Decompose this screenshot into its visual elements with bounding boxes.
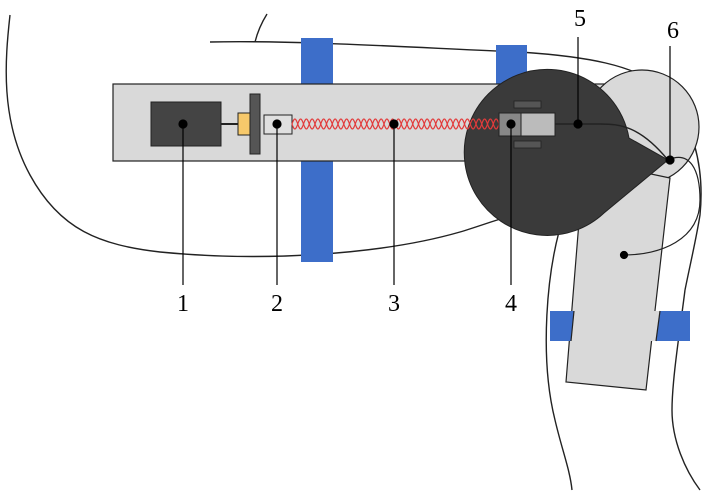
- leader-6-dot: [665, 155, 675, 165]
- number-labels: 1 2 3 4 5 6: [177, 6, 679, 317]
- label-1: 1: [177, 291, 189, 317]
- label-4: 4: [505, 291, 517, 317]
- shin-outline-left: [545, 211, 573, 491]
- stop-plate: [249, 93, 261, 155]
- leaders: [178, 37, 675, 285]
- slider-guide-bottom: [513, 140, 542, 149]
- hair-stroke: [254, 13, 268, 43]
- shin-bar-edge-right: [655, 310, 661, 342]
- cable-lower: [623, 156, 701, 256]
- leader-5-dot: [573, 119, 583, 129]
- shin-strap-cover: [571, 311, 660, 341]
- shin-bar-edge-left: [570, 310, 575, 342]
- leader-3-dot: [389, 119, 399, 129]
- leader-4-dot: [506, 119, 516, 129]
- label-2: 2: [271, 291, 283, 317]
- thigh-bottom-outline: [5, 14, 566, 258]
- cable: [555, 123, 669, 161]
- leader-1-dot: [178, 119, 188, 129]
- leader-2-dot: [272, 119, 282, 129]
- cam: [463, 68, 669, 236]
- coupler-block: [237, 112, 251, 136]
- label-5: 5: [574, 6, 586, 32]
- label-3: 3: [388, 291, 400, 317]
- shin-anchor-dot: [619, 250, 629, 260]
- slider-guide-top: [513, 100, 542, 109]
- label-6: 6: [667, 18, 679, 44]
